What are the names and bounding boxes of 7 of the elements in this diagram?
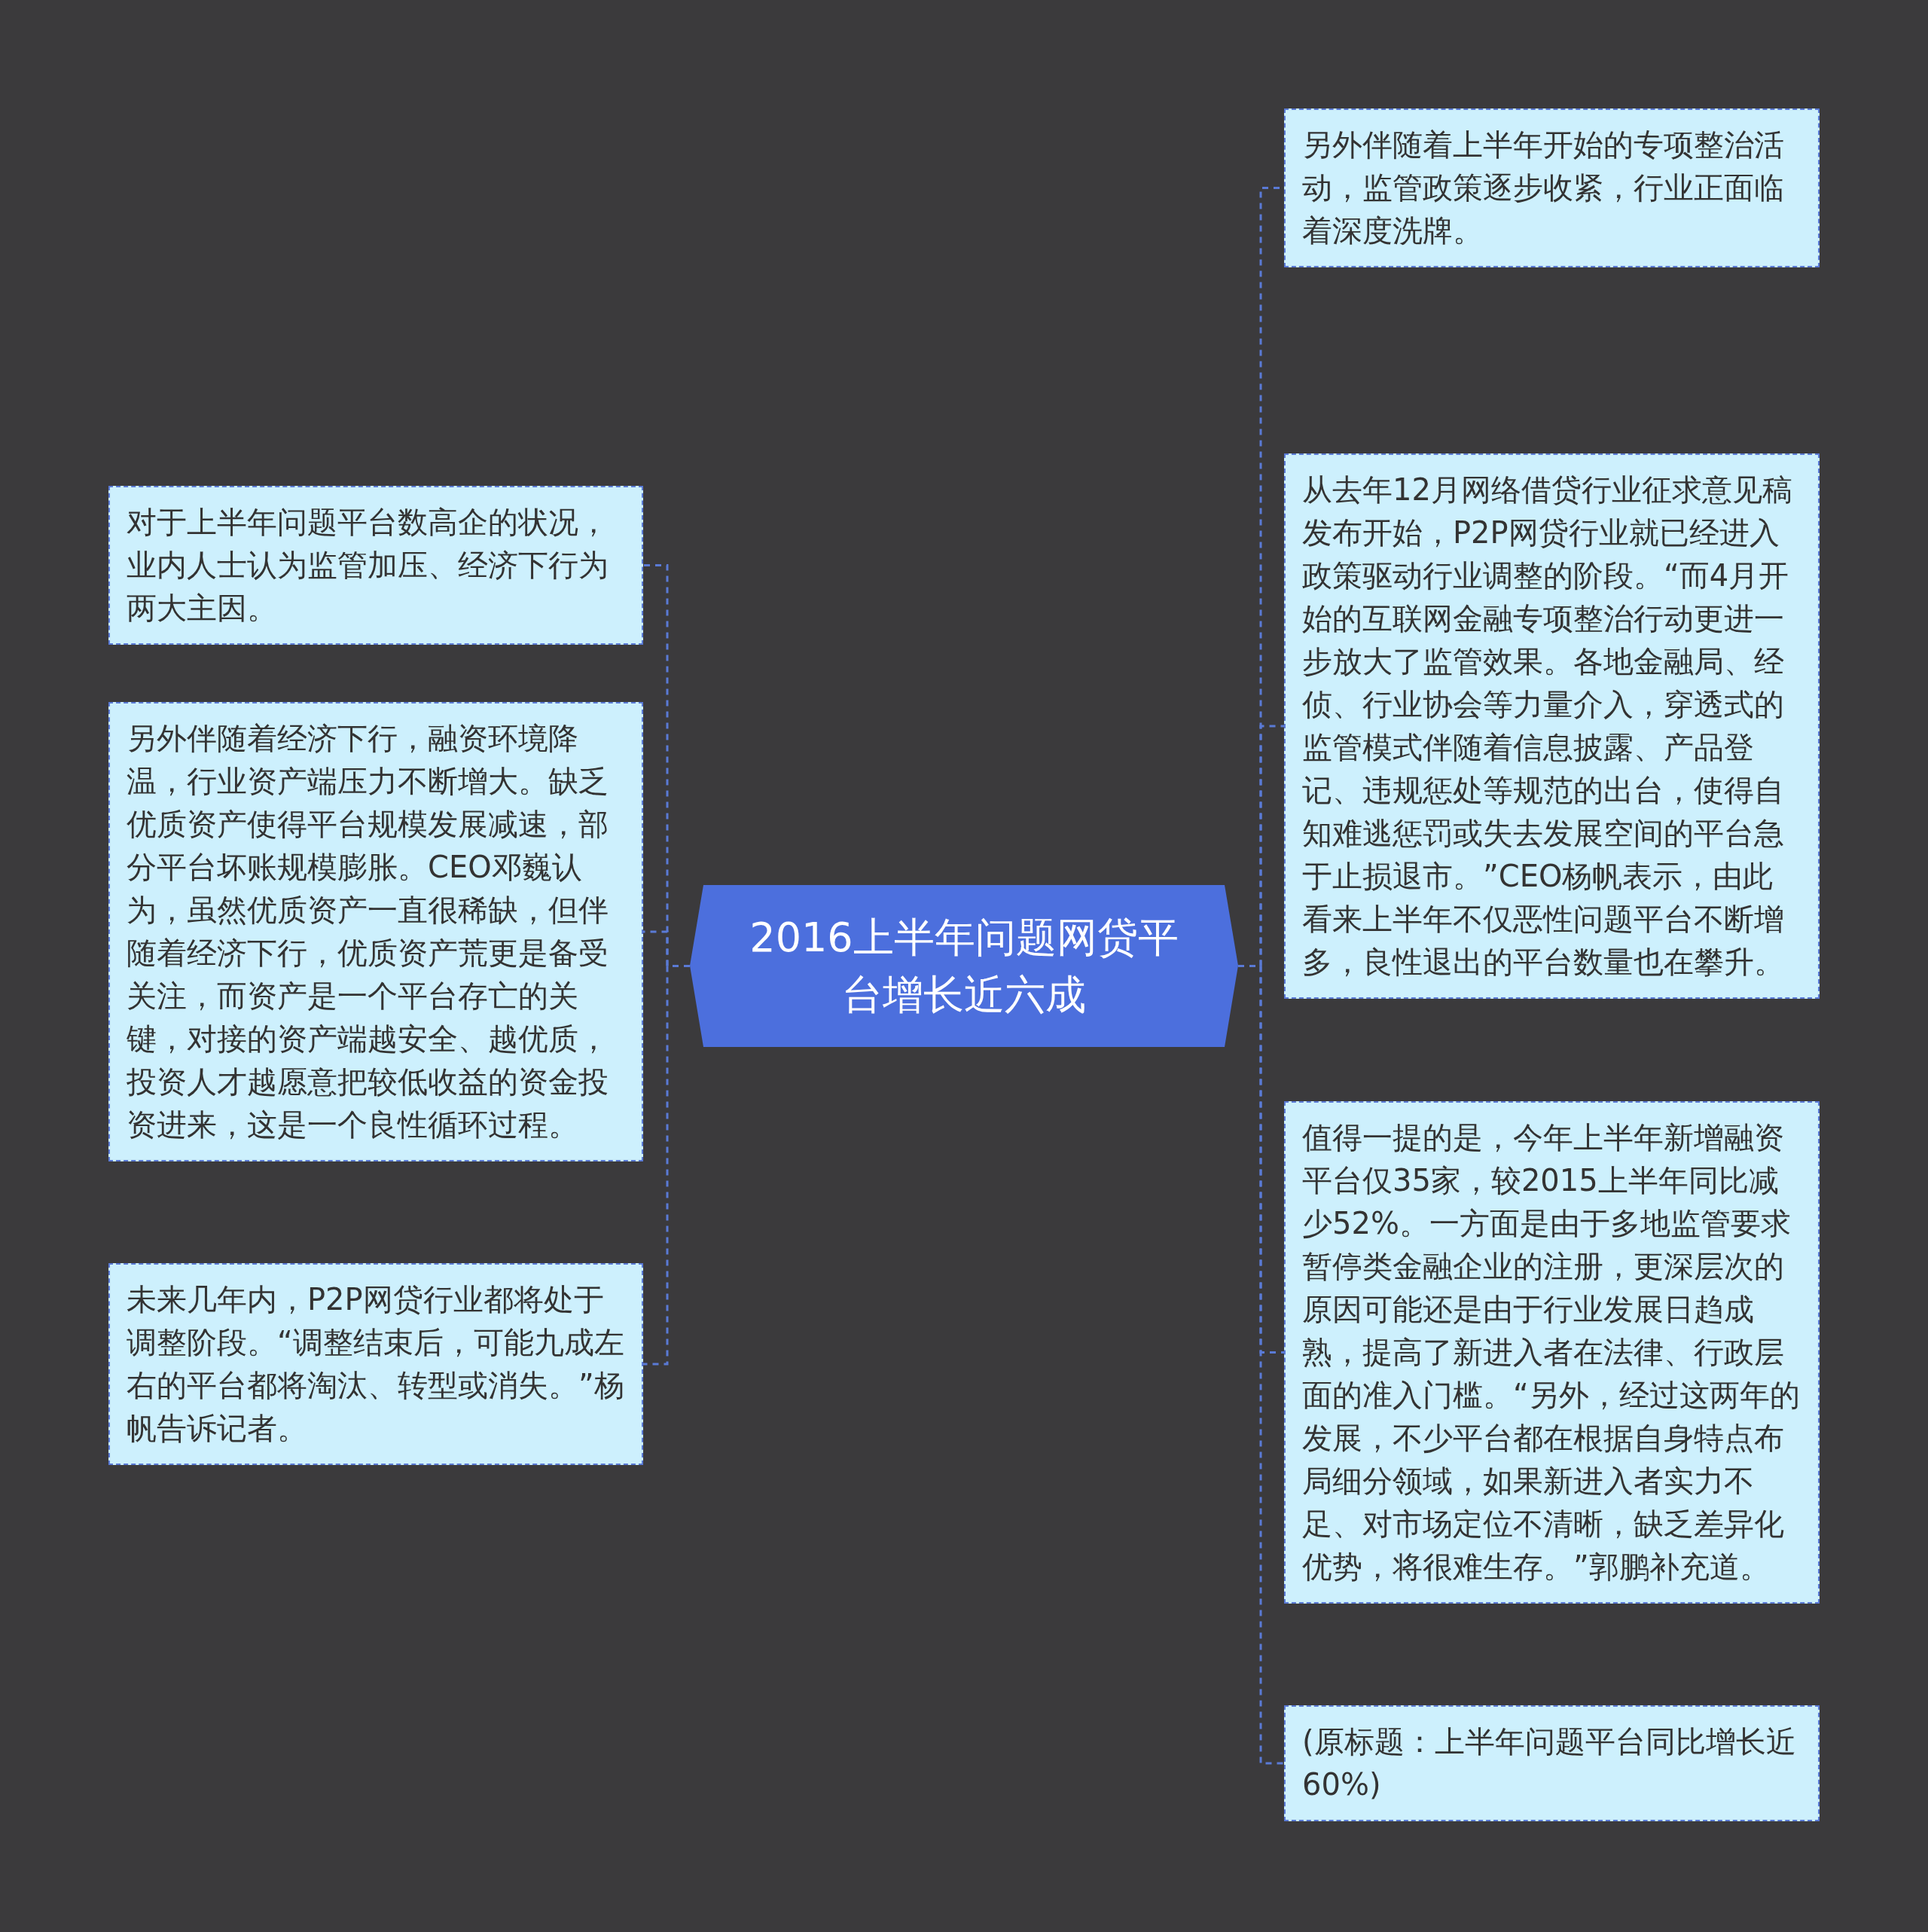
topic-box: 未来几年内，P2P网贷行业都将处于调整阶段。“调整结束后，可能九成左右的平台都将淘汰、转型或消失。”杨帆告诉记者。: [108, 1263, 643, 1465]
topic-box: 另外伴随着经济下行，融资环境降温，行业资产端压力不断增大。缺乏优质资产使得平台规模发展减速，部分平台坏账规模膨胀。CEO邓巍认为，虽然优质资产一直很稀缺，但伴随着经济下行，优质资产荒更是备受关注，而资产是一个平台存亡的关键，对接的资产端越安全、越优质，投资人才越愿意把较低收益的资金投资进来，这是一个良性循环过程。: [108, 702, 643, 1161]
topic-box: 从去年12月网络借贷行业征求意见稿发布开始，P2P网贷行业就已经进入政策驱动行业调整的阶段。“而4月开始的互联网金融专项整治行动更进一步放大了监管效果。各地金融局、经侦、行业协会等力量介入，穿透式的监管模式伴随着信息披露、产品登记、违规惩处等规范的出台，使得自知难逃惩罚或失去发展空间的平台急于止损退市。”CEO杨帆表示，由此看来上半年不仅恶性问题平台不断增多，良性退出的平台数量也在攀升。: [1284, 453, 1820, 999]
topic-box: (原标题：上半年问题平台同比增长近60%): [1284, 1705, 1820, 1821]
topic-box: 对于上半年问题平台数高企的状况，业内人士认为监管加压、经济下行为两大主因。: [108, 486, 643, 645]
topic-box: 另外伴随着上半年开始的专项整治活动，监管政策逐步收紧，行业正面临着深度洗牌。: [1284, 108, 1820, 267]
topic-box: 值得一提的是，今年上半年新增融资平台仅35家，较2015上半年同比减少52%。一方面是由于多地监管要求暂停类金融企业的注册，更深层次的原因可能还是由于行业发展日趋成熟，提高了新进入者在法律、行政层面的准入门槛。“另外，经过这两年的发展，不少平台都在根据自身特点布局细分领域，如果新进入者实力不足、对市场定位不清晰，缺乏差异化优势，将很难生存。”郭鹏补充道。: [1284, 1101, 1820, 1604]
